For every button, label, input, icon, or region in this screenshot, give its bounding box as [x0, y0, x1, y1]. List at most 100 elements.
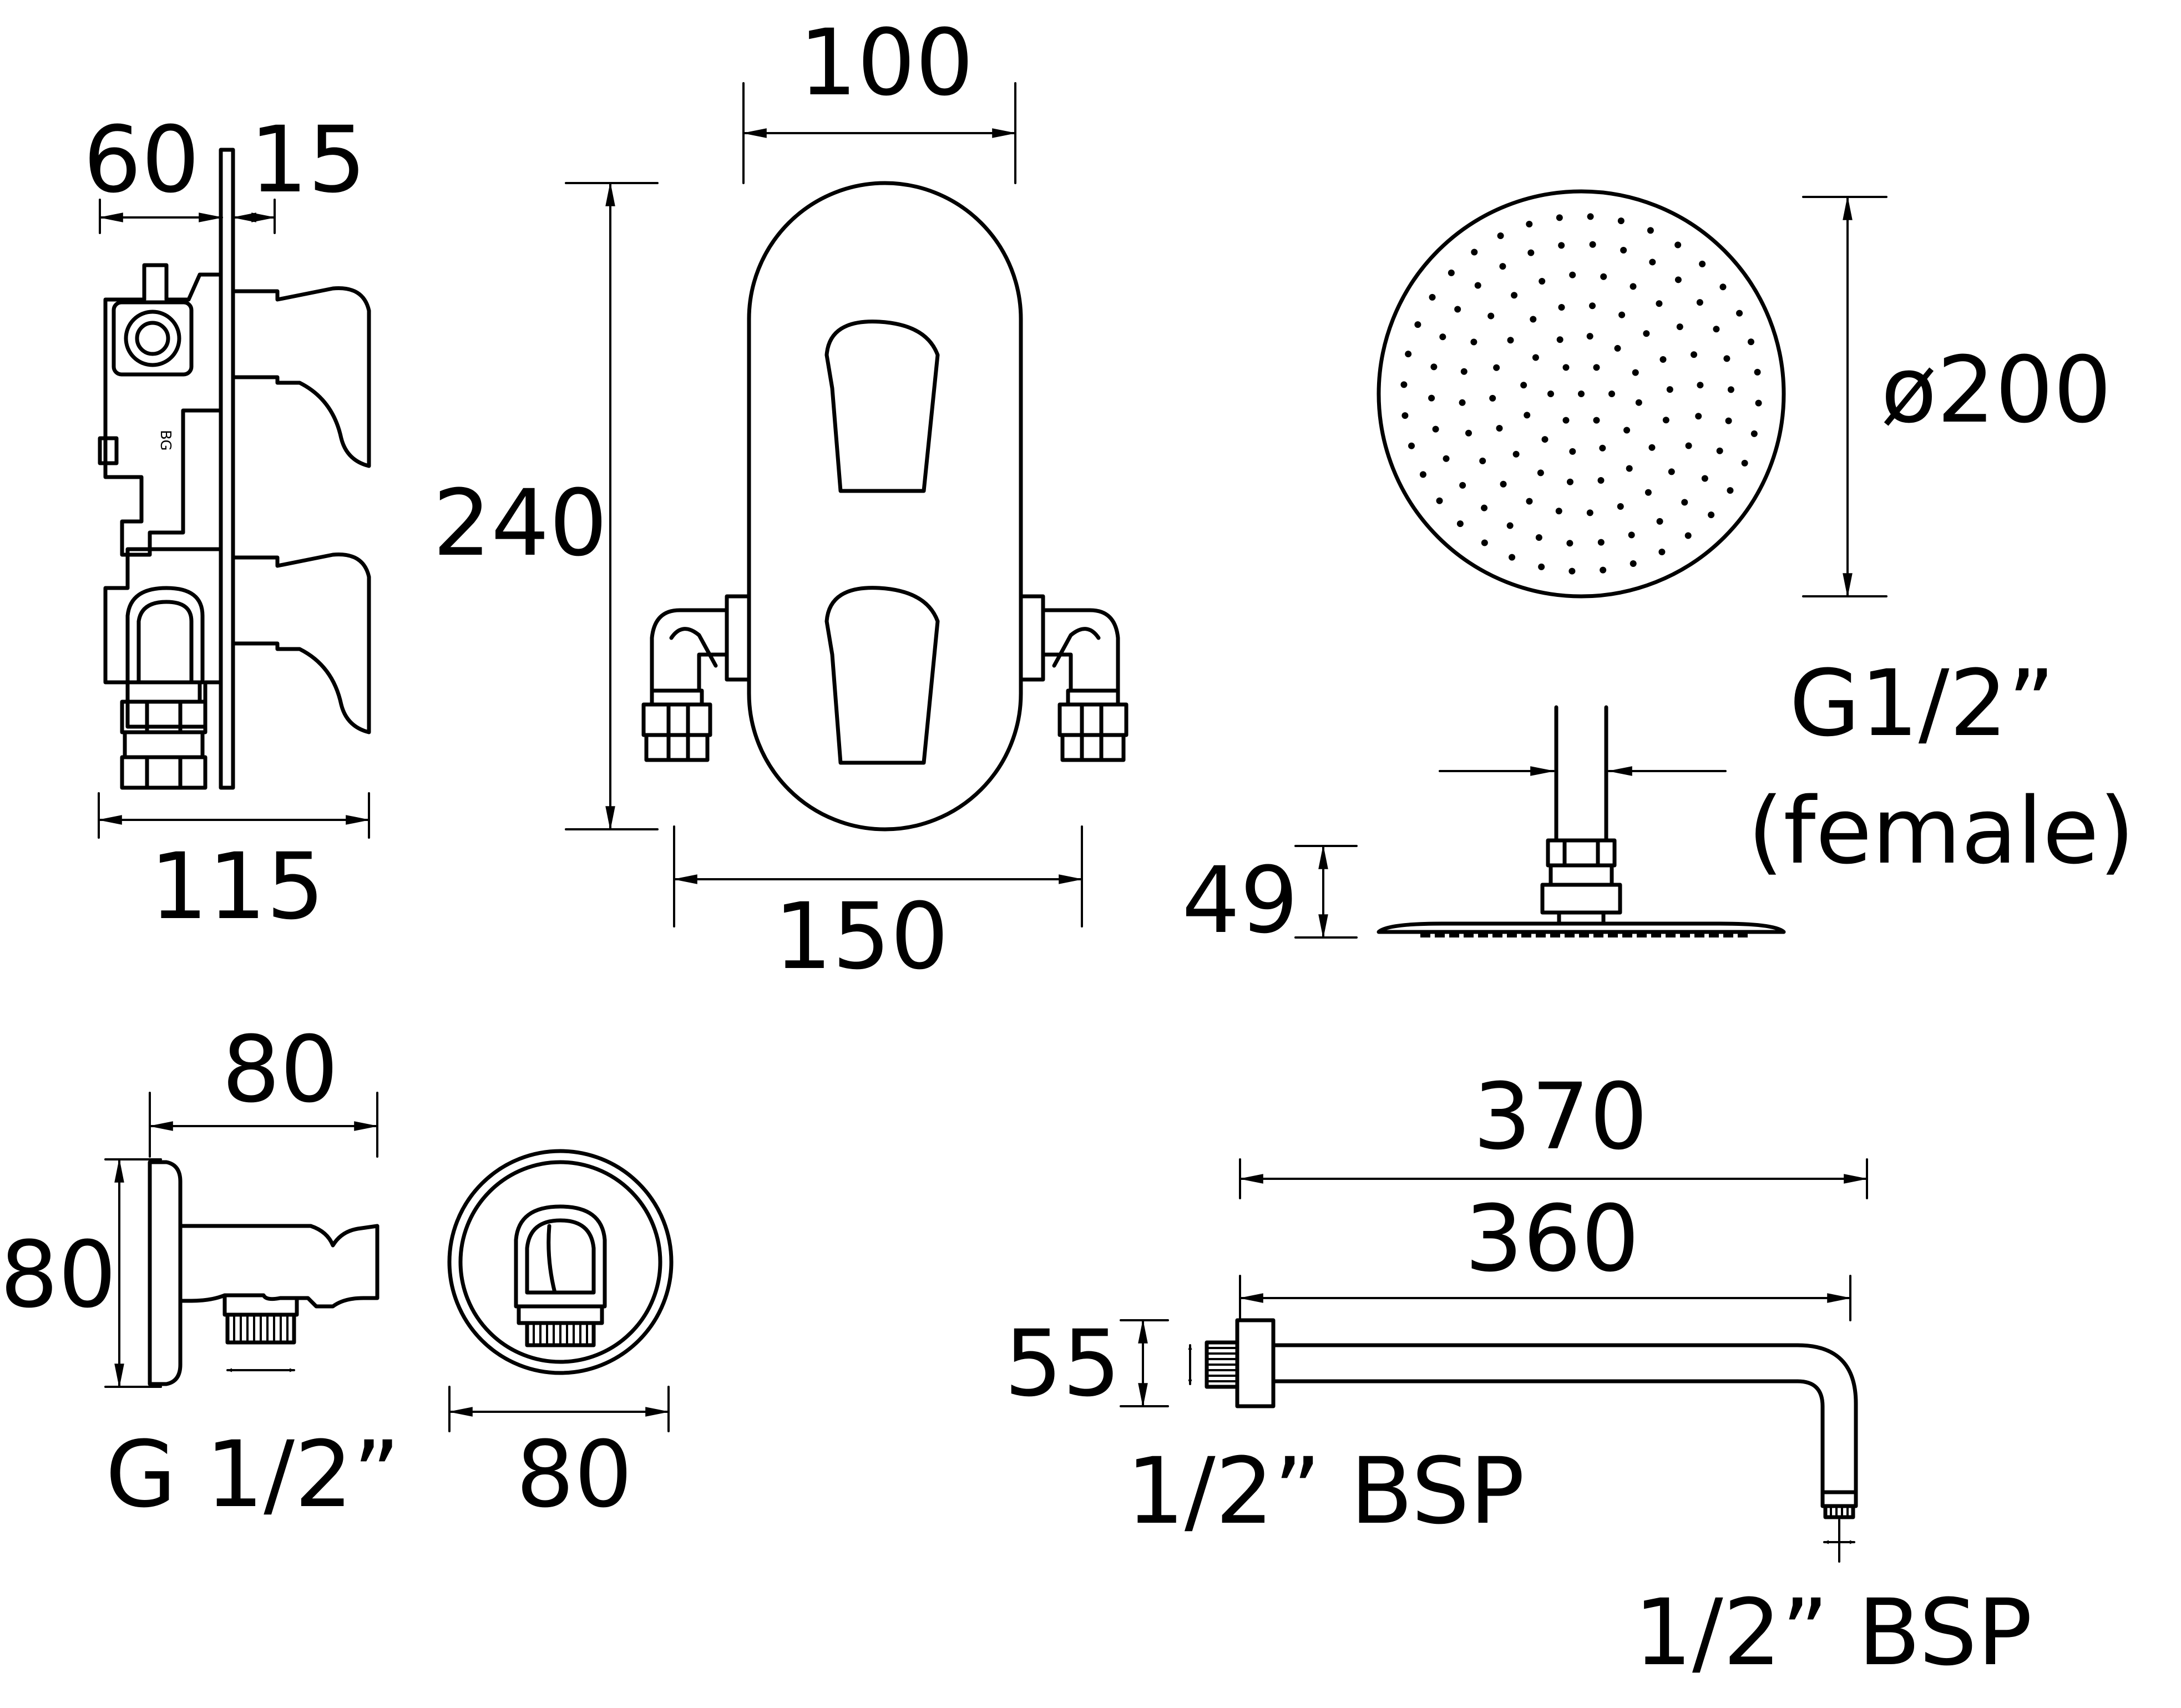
dim-plate-width: 150 [774, 883, 949, 990]
nozzle [1512, 450, 1520, 458]
nozzle-tip [1637, 932, 1647, 937]
nozzle [1618, 311, 1626, 318]
nozzle [1489, 394, 1496, 402]
nozzle-tip [1420, 932, 1430, 937]
valve-front-view: 100 240 150 [433, 9, 1129, 990]
nozzle [1566, 540, 1573, 547]
nozzle [1597, 477, 1605, 484]
nozzle [1538, 563, 1545, 570]
nozzle-tip [1622, 932, 1632, 937]
nozzle [1524, 412, 1531, 419]
dim-valve-height: 115 [150, 833, 325, 940]
nozzle [1691, 351, 1698, 358]
nozzle-tip [1723, 932, 1733, 937]
nozzle [1699, 260, 1706, 267]
nozzle [1725, 417, 1732, 424]
nozzle [1506, 522, 1514, 529]
nozzle [1647, 227, 1654, 234]
nozzle [1685, 442, 1692, 449]
nozzle [1465, 429, 1472, 437]
nozzle [1569, 271, 1576, 278]
nozzle [1428, 394, 1435, 402]
nozzle [1755, 399, 1762, 407]
nozzle [1695, 413, 1702, 420]
nozzle [1460, 368, 1468, 375]
nozzle [1400, 381, 1408, 388]
nozzle [1589, 241, 1596, 248]
nozzle [1401, 412, 1409, 419]
nozzle-tip [1536, 932, 1546, 937]
nozzle [1530, 316, 1537, 323]
nozzle-tip [1709, 932, 1719, 937]
nozzle [1493, 364, 1500, 371]
nozzle-tip [1492, 932, 1502, 937]
nozzle [1644, 489, 1652, 496]
nozzle [1635, 399, 1642, 406]
dim-arm-outlet-thread: 1/2” BSP [1634, 1579, 2032, 1686]
nozzle [1754, 368, 1761, 376]
nozzle [1600, 273, 1607, 280]
dim-outlet-side-width: 80 [222, 1016, 338, 1123]
nozzle [1537, 469, 1544, 477]
nozzle [1558, 303, 1565, 311]
nozzle [1586, 509, 1593, 516]
nozzle [1539, 277, 1546, 285]
nozzle [1649, 259, 1656, 266]
nozzle-tip [1694, 932, 1704, 937]
nozzle [1497, 232, 1504, 239]
outlet-side-view: 80 80 G 1/2” [0, 1016, 400, 1528]
nozzle [1668, 468, 1675, 475]
nozzle [1674, 241, 1682, 249]
nozzle [1459, 482, 1466, 489]
nozzle [1597, 539, 1605, 546]
nozzle [1439, 333, 1446, 341]
nozzle [1599, 444, 1606, 452]
nozzle-tip [1579, 932, 1589, 937]
nozzle [1656, 518, 1663, 525]
nozzle [1459, 399, 1466, 406]
dim-outlet-thread: G 1/2” [105, 1421, 400, 1528]
dim-head-thread: G1/2” [1789, 650, 2055, 757]
arm-inlet-thread [1205, 1340, 1239, 1389]
nozzle [1568, 567, 1576, 575]
nozzle [1448, 269, 1455, 276]
nozzle [1648, 444, 1656, 451]
nozzle [1662, 417, 1669, 424]
nozzle [1443, 455, 1450, 462]
nozzle-tip [1680, 932, 1690, 937]
nozzle [1456, 520, 1464, 528]
nozzle-tip [1464, 932, 1474, 937]
nozzle-tip [1608, 932, 1618, 937]
nozzle [1555, 508, 1562, 515]
dim-head-diameter: ø200 [1881, 337, 2112, 443]
shower-arm-view: 370 360 55 1/2” BSP 1/2” BSP [1004, 1063, 2032, 1686]
dim-outlet-side-height: 80 [0, 1222, 117, 1328]
nozzle-tip [1593, 932, 1603, 937]
nozzle [1614, 344, 1621, 352]
nozzle [1697, 382, 1704, 389]
dim-arm-flange: 55 [1004, 1310, 1121, 1417]
nozzle [1496, 425, 1503, 432]
nozzle [1684, 532, 1692, 539]
dim-plate-height: 240 [433, 470, 608, 576]
nozzle-tip [1738, 932, 1748, 937]
nozzle [1666, 386, 1673, 393]
nozzle [1586, 333, 1593, 340]
nozzle [1547, 391, 1554, 397]
nozzle [1535, 534, 1542, 541]
nozzle [1626, 465, 1633, 472]
nozzle [1509, 554, 1516, 561]
nozzle [1658, 549, 1666, 556]
nozzle [1526, 498, 1533, 505]
nozzle [1436, 497, 1443, 504]
nozzle [1566, 478, 1573, 485]
nozzle [1419, 471, 1426, 478]
nozzle [1430, 363, 1438, 371]
nozzle-tip [1449, 932, 1459, 937]
dim-valve-plate: 15 [250, 107, 366, 213]
nozzle [1701, 475, 1708, 482]
nozzle [1741, 459, 1748, 467]
dim-arm-total-length: 370 [1473, 1063, 1648, 1170]
nozzle [1471, 249, 1478, 256]
